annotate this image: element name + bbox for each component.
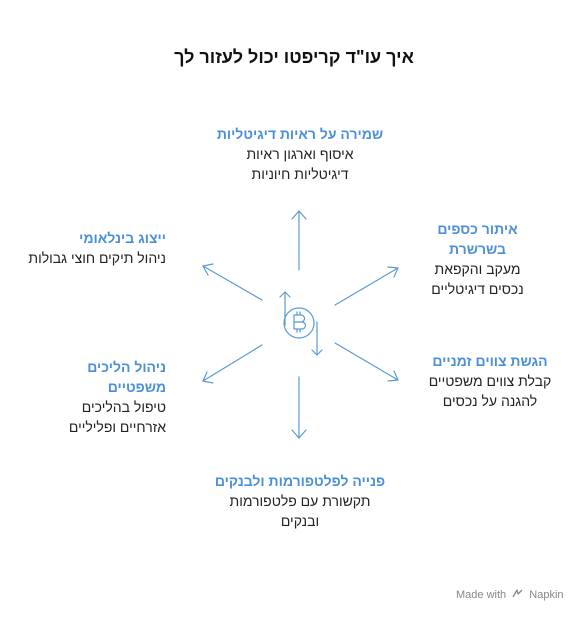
watermark: Made with Napkin: [456, 588, 564, 602]
node-orders-title: הגשת צווים זמניים: [432, 353, 548, 369]
diagram-title: איך עו"ד קריפטו יכול לעזור לך: [174, 47, 414, 67]
watermark-text: Made with: [456, 589, 507, 601]
arrow-top: [291, 210, 307, 271]
node-proceedings-title-1: ניהול הליכים: [87, 359, 166, 375]
node-platforms: פנייה לפלטפורמות ולבנקים תקשורת עם פלטפו…: [185, 471, 415, 531]
node-orders-desc-1: קבלת צווים משפטיים: [428, 373, 552, 389]
napkin-logo-icon: [512, 588, 523, 602]
node-tracing: איתור כספים בשרשרת מעקב והקפאת נכסים דיג…: [420, 219, 535, 299]
arrow-top-left: [202, 263, 263, 301]
node-orders-desc-2: להגנה על נכסים: [442, 393, 538, 409]
node-evidence-title: שמירה על ראיות דיגיטליות: [216, 126, 384, 142]
node-evidence-desc-1: איסוף וארגון ראיות: [246, 146, 354, 162]
arrow-bottom-left: [202, 344, 263, 384]
node-tracing-title-1: איתור כספים: [437, 221, 518, 237]
node-orders: הגשת צווים זמניים קבלת צווים משפטיים להג…: [420, 351, 560, 411]
node-tracing-desc-1: מעקב והקפאת: [434, 261, 521, 277]
node-tracing-desc-2: נכסים דיגיטליים: [431, 281, 524, 297]
node-proceedings-title-2: משפטיים: [107, 379, 166, 395]
node-proceedings-desc-2: אזרחיים ופליליים: [68, 419, 166, 435]
node-platforms-desc-1: תקשורת עם פלטפורמות: [229, 493, 371, 509]
node-international: ייצוג בינלאומי ניהול תיקים חוצי גבולות: [10, 228, 166, 268]
node-proceedings: ניהול הליכים משפטיים טיפול בהליכים אזרחי…: [40, 357, 166, 437]
watermark-brand: Napkin: [529, 589, 564, 601]
node-tracing-title-2: בשרשרת: [449, 241, 506, 257]
node-evidence-desc-2: דיגיטליות חיוניות: [251, 166, 349, 182]
cycle-arrows: [279, 291, 323, 356]
node-evidence: שמירה על ראיות דיגיטליות איסוף וארגון רא…: [185, 124, 415, 184]
arrow-bottom-right: [334, 342, 399, 382]
arrow-top-right: [334, 266, 399, 306]
bitcoin-icon: [283, 307, 315, 339]
node-platforms-title: פנייה לפלטפורמות ולבנקים: [214, 473, 386, 489]
node-proceedings-desc-1: טיפול בהליכים: [81, 399, 166, 415]
node-international-desc-1: ניהול תיקים חוצי גבולות: [28, 250, 166, 266]
node-platforms-desc-2: ובנקים: [280, 513, 320, 529]
arrow-bottom: [291, 376, 307, 439]
node-international-title: ייצוג בינלאומי: [79, 230, 166, 246]
